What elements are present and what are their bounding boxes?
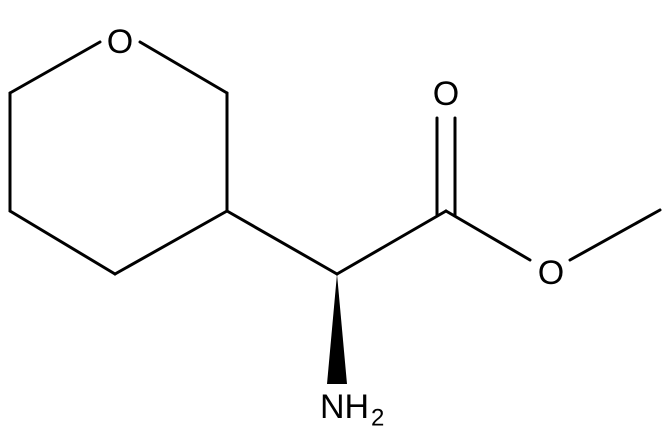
bond-carbonyl-to-ester-oxygen bbox=[444, 209, 532, 262]
bond-ring-c6-o bbox=[138, 40, 229, 95]
amine-label: NH bbox=[320, 388, 369, 426]
ester-oxygen-label: O bbox=[538, 254, 564, 292]
bond-ring-to-alpha-carbon bbox=[225, 209, 339, 276]
ring-oxygen-label: O bbox=[107, 23, 133, 61]
bond-ring-c4-c5 bbox=[113, 209, 229, 276]
bond-ester-oxygen-to-methyl bbox=[568, 208, 662, 262]
bond-ring-o-c2 bbox=[8, 40, 102, 95]
wedge-bond-alpha-to-amine bbox=[327, 274, 347, 384]
bond-ring-c3-c4 bbox=[8, 209, 117, 276]
bond-alpha-to-carbonyl-carbon bbox=[335, 209, 448, 276]
carbonyl-oxygen-label: O bbox=[433, 75, 459, 113]
amine-subscript: 2 bbox=[371, 405, 384, 432]
